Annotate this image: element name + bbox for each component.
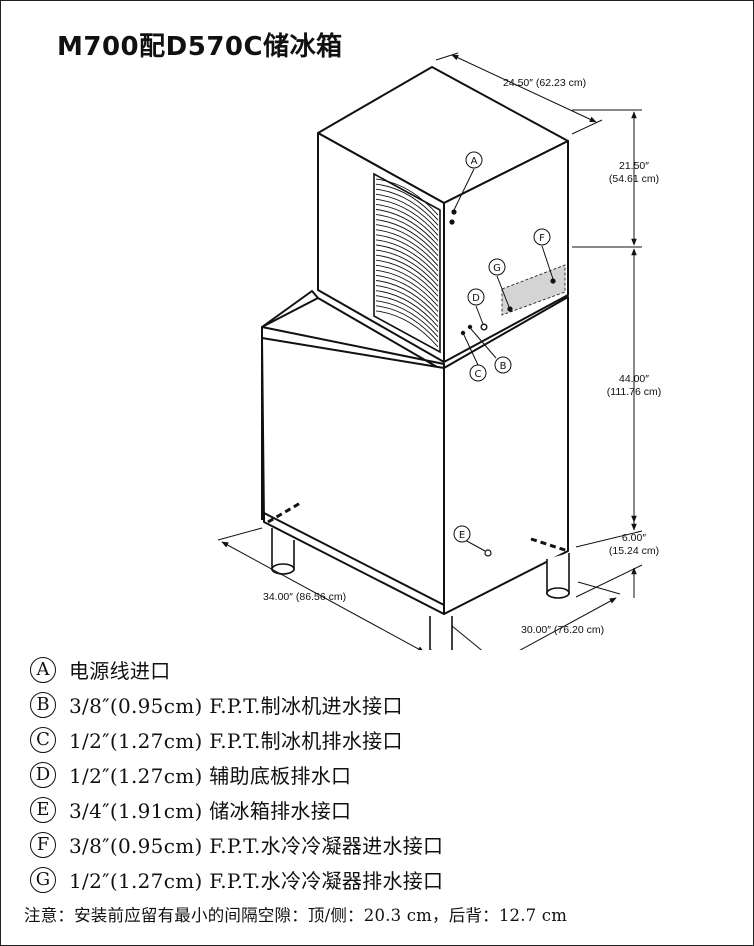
legend-item-d: D 1/2″(1.27cm) 辅助底板排水口 (30, 757, 443, 792)
callout-b: B (500, 361, 507, 372)
louver-slat (375, 188, 439, 226)
callout-g-circle (488, 258, 506, 276)
louver-slat (375, 269, 439, 307)
louver-slat (375, 219, 439, 256)
louver-slat (375, 305, 439, 343)
dim-head-height-cm: (54.61 cm) (609, 173, 659, 185)
callout-a: A (471, 156, 478, 167)
dim-depth: 30.00″ (76.20 cm) (521, 624, 604, 636)
legend-marker-f: F (30, 831, 56, 858)
legend-text-f: 3/8″(0.95cm) F.P.T.水冷冷凝器进水接口 (69, 834, 444, 858)
louver-slat (375, 193, 439, 231)
louver-slat (375, 300, 439, 338)
dim-top-depth: 24.50″ (62.23 cm) (503, 77, 586, 89)
callout-e: E (459, 530, 465, 541)
louver-slat (375, 183, 439, 221)
callouts (453, 151, 554, 552)
louver-slat (375, 295, 439, 333)
legend-item-a: A 电源线进口 (30, 652, 443, 687)
legend-item-g: G 1/2″(1.27cm) F.P.T.水冷冷凝器排水接口 (30, 862, 443, 897)
louver-slat (375, 249, 439, 287)
louver-slat (375, 178, 439, 216)
legend-item-b: B 3/8″(0.95cm) F.P.T.制冰机进水接口 (30, 687, 443, 722)
louver-slat (375, 264, 439, 302)
louver-slat (375, 254, 439, 292)
dim-leg-height-cm: (15.24 cm) (609, 545, 659, 557)
legend-marker-c: C (30, 726, 56, 753)
legend-marker-a: A (30, 656, 56, 683)
callout-c-circle (469, 364, 487, 382)
louver-slat (375, 239, 439, 277)
dim-head-height-in: 21.50″ (619, 160, 649, 172)
louver-slat (375, 274, 439, 312)
dim-leg-height-in: 6.00″ (622, 532, 646, 544)
callout-e-circle (453, 525, 471, 543)
legend-text-c: 1/2″(1.27cm) F.P.T.制冰机排水接口 (69, 729, 403, 753)
louver-slat (375, 290, 439, 327)
dim-width: 34.00″ (86.56 cm) (263, 591, 346, 603)
legend-item-e: E 3/4″(1.91cm) 储冰箱排水接口 (30, 792, 443, 827)
legend-item-f: F 3/8″(0.95cm) F.P.T.水冷冷凝器进水接口 (30, 827, 443, 862)
hidden-edges (267, 500, 569, 553)
page-title: M700配D570C储冰箱 (57, 32, 343, 62)
louver-slat (375, 224, 439, 262)
port-dots (449, 209, 556, 557)
callout-d-circle (467, 288, 485, 306)
louver-slat (375, 285, 439, 322)
callout-g: G (493, 263, 501, 274)
callout-f: F (539, 233, 545, 244)
legend-text-b: 3/8″(0.95cm) F.P.T.制冰机进水接口 (69, 694, 403, 718)
louver-slat (375, 234, 439, 272)
louver-slat (375, 209, 439, 246)
legend-marker-b: B (30, 691, 56, 718)
legend: A 电源线进口 B 3/8″(0.95cm) F.P.T.制冰机进水接口 C 1… (30, 652, 443, 897)
louver-slat (375, 203, 439, 241)
callout-b-circle (494, 356, 512, 374)
callout-d: D (472, 293, 480, 304)
legend-marker-d: D (30, 761, 56, 788)
dim-bin-height-in: 44.00″ (619, 373, 649, 385)
legend-text-e: 3/4″(1.91cm) 储冰箱排水接口 (69, 799, 352, 823)
louver-slat (375, 280, 439, 317)
legend-marker-g: G (30, 866, 56, 893)
legend-text-a: 电源线进口 (69, 659, 171, 683)
callout-f-circle (533, 228, 551, 246)
louver-grille (373, 172, 441, 354)
callout-c: C (475, 369, 482, 380)
legend-marker-e: E (30, 796, 56, 823)
clearance-note: 注意：安装前应留有最小的间隔空隙：顶/侧：20.3 cm，后背：12.7 cm (24, 906, 568, 925)
louver-slat (375, 259, 439, 297)
connection-panel (501, 264, 566, 316)
equipment-drawing: A F G D C B E 24.50″ (62.23 cm) 21.50″ (217, 52, 661, 650)
louver-slat (375, 310, 439, 348)
louver-slat (375, 229, 439, 267)
dimension-lines (217, 52, 643, 650)
dim-bin-height-cm: (111.76 cm) (607, 386, 661, 398)
louver-slat (375, 214, 439, 251)
callout-a-circle (465, 151, 483, 169)
legend-item-c: C 1/2″(1.27cm) F.P.T.制冰机排水接口 (30, 722, 443, 757)
legend-text-g: 1/2″(1.27cm) F.P.T.水冷冷凝器排水接口 (69, 869, 444, 893)
louver-slat (375, 198, 439, 236)
louver-slat (375, 244, 439, 282)
legend-text-d: 1/2″(1.27cm) 辅助底板排水口 (69, 764, 352, 788)
